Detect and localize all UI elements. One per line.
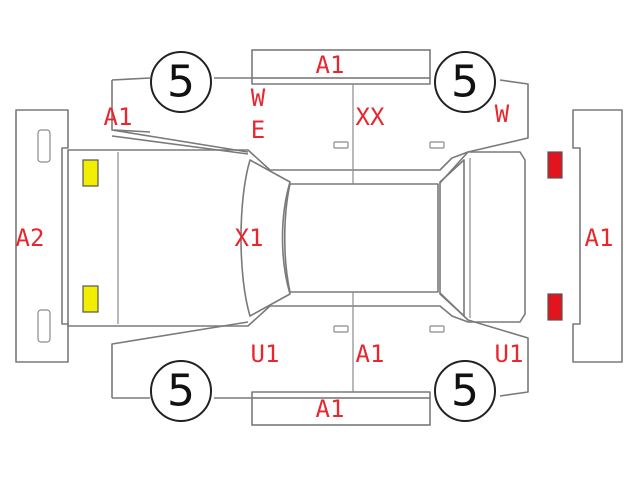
door-handle-1 — [333, 141, 349, 149]
code-roof-top-strip: A1 — [316, 51, 345, 79]
windshield — [240, 159, 291, 317]
rear-window — [439, 159, 465, 317]
code-front-left-fender: A1 — [104, 103, 133, 131]
tire-rear-left-value: 5 — [451, 57, 479, 108]
code-rear-quarter-lower: U1 — [495, 340, 524, 368]
roof-strip-top — [251, 49, 431, 79]
body-side-bottom — [111, 292, 529, 399]
tire-front-left-value: 5 — [167, 57, 195, 108]
roof-panel — [283, 183, 439, 293]
code-rear-window-upper: W — [495, 100, 510, 128]
front-bumper-slot-top — [37, 129, 51, 163]
door-handle-2 — [429, 141, 445, 149]
code-lower-front-door: U1 — [251, 340, 280, 368]
front-lamp-top — [82, 159, 99, 187]
body-side-top — [111, 77, 529, 184]
code-hood: X1 — [235, 224, 264, 252]
code-lower-rear-door: A1 — [356, 340, 385, 368]
tire-rear-left: 5 — [434, 51, 496, 113]
front-lamp-bottom — [82, 285, 99, 313]
code-rear-bumper: A1 — [585, 224, 614, 252]
tire-front-right-value: 5 — [167, 366, 195, 417]
door-handle-4 — [429, 325, 445, 333]
front-bumper-slot-bottom — [37, 309, 51, 343]
door-handle-3 — [333, 325, 349, 333]
roof-strip-bottom — [251, 397, 431, 426]
tire-front-right: 5 — [150, 360, 212, 422]
code-windshield-e: E — [251, 116, 265, 144]
code-roof-bottom-strip: A1 — [316, 395, 345, 423]
body-top-view — [67, 149, 526, 327]
tire-rear-right: 5 — [434, 360, 496, 422]
body-side-top-sill — [111, 129, 249, 155]
rear-lamp-bottom — [547, 293, 563, 321]
rear-bumper — [572, 109, 623, 363]
tire-front-left: 5 — [150, 51, 212, 113]
tire-rear-right-value: 5 — [451, 366, 479, 417]
code-front-bumper: A2 — [16, 224, 45, 252]
code-upper-rear-door: XX — [356, 103, 385, 131]
code-windshield-w: W — [251, 84, 266, 112]
front-bumper — [15, 109, 69, 363]
rear-lamp-top — [547, 151, 563, 179]
